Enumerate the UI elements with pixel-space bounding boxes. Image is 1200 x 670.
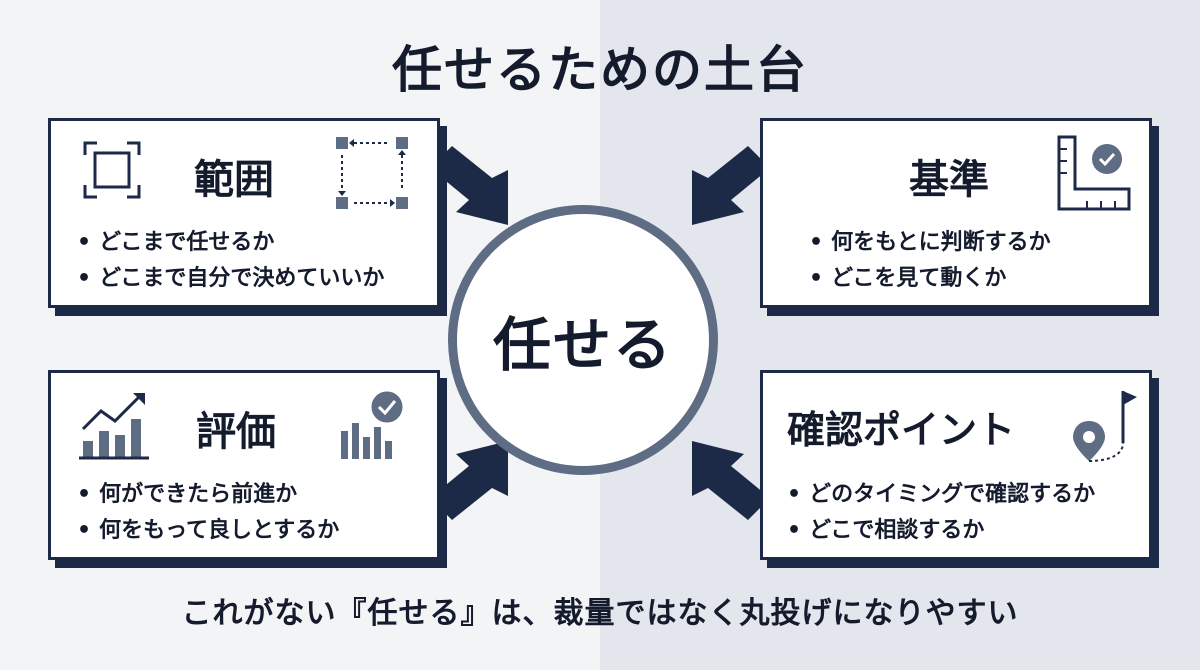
card-criteria-title: 基準 (909, 157, 989, 203)
center-label: 任せる (492, 311, 673, 379)
list-item: 何をもとに判断するか (809, 225, 1051, 261)
footer-note: これがない『任せる』は、裁量ではなく丸投げになりやすい (181, 596, 1019, 631)
focus-frame-icon (81, 139, 143, 205)
card-evaluation-title: 評価 (196, 409, 276, 455)
list-item: どこで相談するか (787, 513, 1095, 549)
arrow-from-scope (430, 146, 508, 225)
ruler-check-icon (1055, 133, 1133, 217)
map-pin-flag-icon (1069, 387, 1139, 467)
list-item: 何をもって良しとするか (77, 513, 339, 549)
list-item: どこまで任せるか (77, 225, 384, 261)
arrow-from-evaluation (430, 441, 508, 520)
card-scope-title: 範囲 (194, 157, 274, 203)
list-item: どこを見て動くか (809, 261, 1051, 297)
card-criteria: 基準 何をもとに判断するか どこを見て動くか (760, 118, 1152, 308)
resize-arrows-icon (334, 135, 410, 215)
list-item: どのタイミングで確認するか (787, 477, 1095, 513)
center-circle: 任せる (448, 205, 718, 475)
card-evaluation-bullets: 何ができたら前進か 何をもって良しとするか (77, 477, 339, 549)
card-checkpoints-title: 確認ポイント (787, 408, 1016, 452)
card-scope-bullets: どこまで任せるか どこまで自分で決めていいか (77, 225, 384, 297)
bar-chart-check-icon (337, 387, 407, 467)
list-item: どこまで自分で決めていいか (77, 261, 384, 297)
card-evaluation: 評価 何ができたら前進か 何をもって良しとするか (48, 370, 440, 560)
growth-chart-icon (77, 389, 151, 465)
list-item: 何ができたら前進か (77, 477, 339, 513)
card-checkpoints: 確認ポイント どのタイミングで確認するか どこで相談するか (760, 370, 1152, 560)
arrow-from-checkpoints (692, 441, 770, 520)
card-criteria-bullets: 何をもとに判断するか どこを見て動くか (809, 225, 1051, 297)
card-checkpoints-bullets: どのタイミングで確認するか どこで相談するか (787, 477, 1095, 549)
arrow-from-criteria (692, 146, 770, 225)
page-title: 任せるための土台 (392, 41, 808, 99)
card-scope: 範囲 どこまで任せるか どこまで自分で決めていいか (48, 118, 440, 308)
